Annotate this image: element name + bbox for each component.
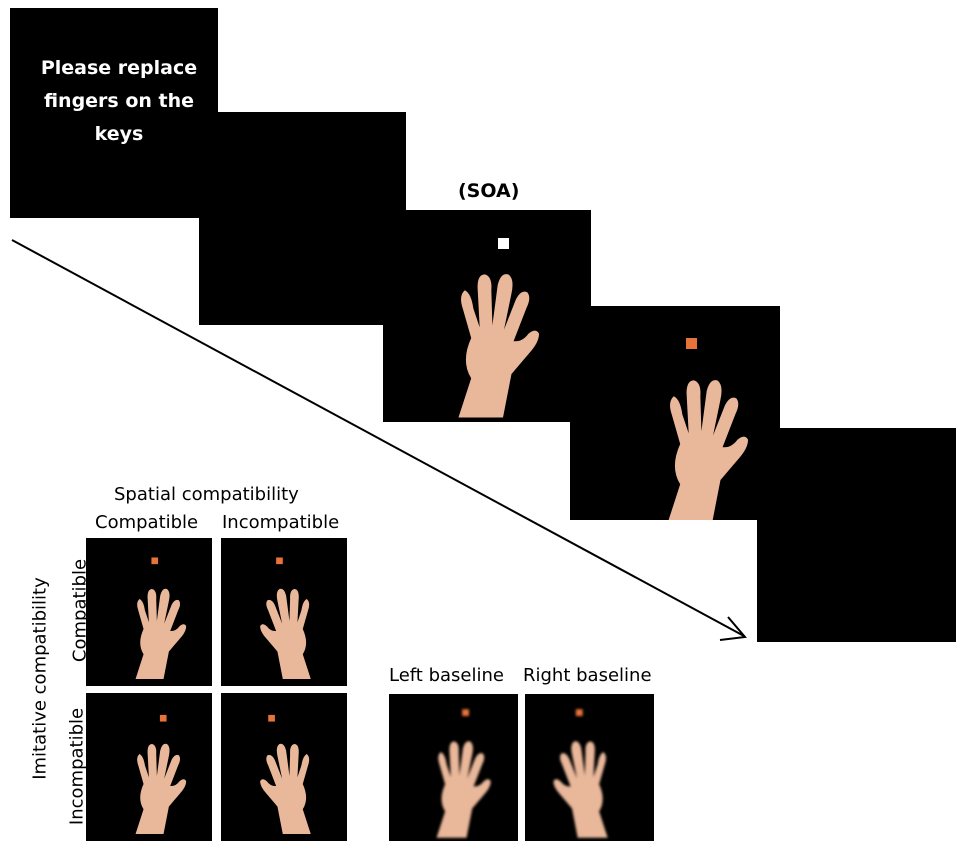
- cue-square: [575, 709, 583, 717]
- hand-image: [525, 709, 654, 841]
- soa-label: (SOA): [458, 180, 520, 202]
- grid-cell-compatible-incompatible: [221, 538, 347, 686]
- hand-image: [436, 709, 491, 838]
- hand-image: [458, 238, 540, 418]
- hand-image: [667, 338, 749, 520]
- spatial-incompatible-label: Incompatible: [222, 512, 340, 533]
- imitative-incompatible-label: Incompatible: [66, 707, 88, 826]
- cue-square: [462, 709, 470, 717]
- imitative-title: Imitative compatibility: [29, 577, 51, 780]
- instruction-line-2: fingers on the: [43, 90, 195, 112]
- baseline-left: [389, 694, 518, 841]
- frame-hand-cue-orange: [570, 306, 780, 520]
- instruction-line-3: keys: [94, 123, 144, 145]
- cue-square: [268, 714, 275, 722]
- instruction-text: Please replace fingers on the keys: [20, 52, 218, 151]
- grid-cell-compatible-compatible: [86, 538, 212, 686]
- frame-instruction: Please replace fingers on the keys: [10, 8, 218, 218]
- cue-square: [686, 338, 697, 349]
- cue-square: [159, 714, 167, 722]
- spatial-title: Spatial compatibility: [114, 484, 299, 505]
- frame-blank-2: [757, 428, 956, 642]
- hand-image: [221, 714, 347, 841]
- cue-square: [276, 557, 283, 565]
- hand-image: [135, 557, 187, 679]
- hand-image: [135, 714, 187, 834]
- left-baseline-label: Left baseline: [389, 665, 504, 686]
- spatial-compatible-label: Compatible: [95, 512, 199, 533]
- right-baseline-label: Right baseline: [523, 665, 652, 686]
- frame-blank-1: [199, 112, 406, 325]
- instruction-line-1: Please replace: [40, 57, 198, 79]
- grid-cell-incompatible-incompatible: [221, 693, 347, 841]
- hand-image: [221, 557, 347, 686]
- frame-hand-cue-white: [383, 210, 591, 422]
- grid-cell-incompatible-compatible: [86, 693, 212, 841]
- baseline-right: [525, 694, 654, 841]
- cue-square: [498, 238, 509, 249]
- cue-square: [151, 557, 159, 565]
